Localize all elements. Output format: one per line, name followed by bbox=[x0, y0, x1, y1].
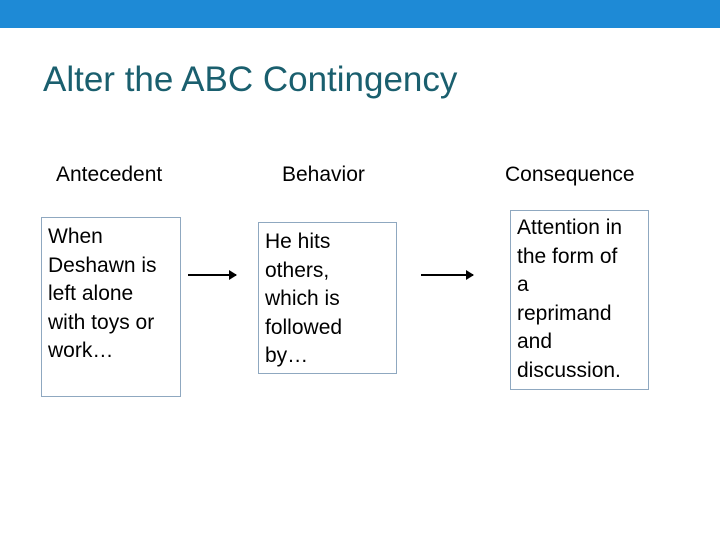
behavior-heading: Behavior bbox=[282, 163, 365, 186]
consequence-heading: Consequence bbox=[505, 163, 635, 186]
arrow-behavior-to-consequence bbox=[421, 270, 474, 280]
antecedent-box: When Deshawn is left alone with toys or … bbox=[41, 217, 181, 397]
slide-title: Alter the ABC Contingency bbox=[43, 60, 458, 99]
arrow-antecedent-to-behavior bbox=[188, 270, 237, 280]
behavior-box: He hits others, which is followed by… bbox=[258, 222, 397, 374]
antecedent-text: When Deshawn is left alone with toys or … bbox=[48, 225, 157, 362]
top-accent-bar bbox=[0, 0, 720, 28]
antecedent-heading: Antecedent bbox=[56, 163, 163, 186]
consequence-box: Attention in the form of a reprimand and… bbox=[510, 210, 649, 390]
behavior-text: He hits others, which is followed by… bbox=[265, 230, 343, 367]
consequence-text: Attention in the form of a reprimand and… bbox=[517, 216, 623, 382]
